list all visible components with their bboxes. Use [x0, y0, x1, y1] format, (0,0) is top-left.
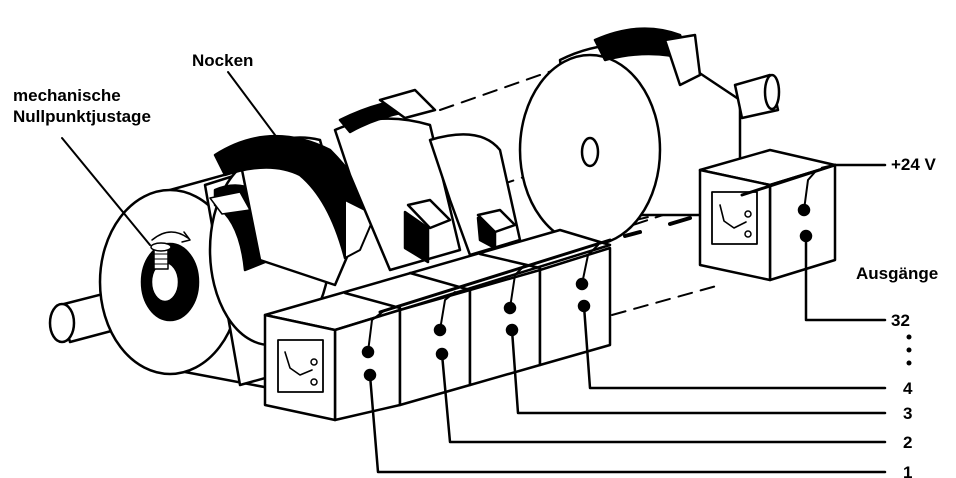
ellipsis-dots [906, 334, 912, 366]
cam-disk-3 [333, 88, 462, 272]
supply-wire [820, 163, 887, 170]
switch-block-row [263, 216, 692, 422]
adjustment-screw [150, 242, 172, 270]
far-disk [518, 27, 742, 247]
label-nocken: Nocken [192, 51, 254, 70]
label-output-32: 32 [891, 311, 910, 330]
label-output-1: 1 [903, 463, 913, 478]
label-output-4: 4 [903, 379, 913, 398]
label-ausgaenge: Ausgänge [856, 264, 939, 283]
label-mechanisch-line1: mechanische [13, 86, 121, 105]
right-shaft [733, 73, 781, 120]
label-supply-voltage: +24 V [891, 155, 936, 174]
label-output-3: 3 [903, 404, 913, 423]
leader-lines [61, 71, 276, 246]
output-wires [368, 234, 887, 474]
switch-block-32 [698, 148, 837, 282]
label-output-2: 2 [903, 433, 913, 452]
label-mechanisch-line2: Nullpunktjustage [13, 107, 151, 126]
